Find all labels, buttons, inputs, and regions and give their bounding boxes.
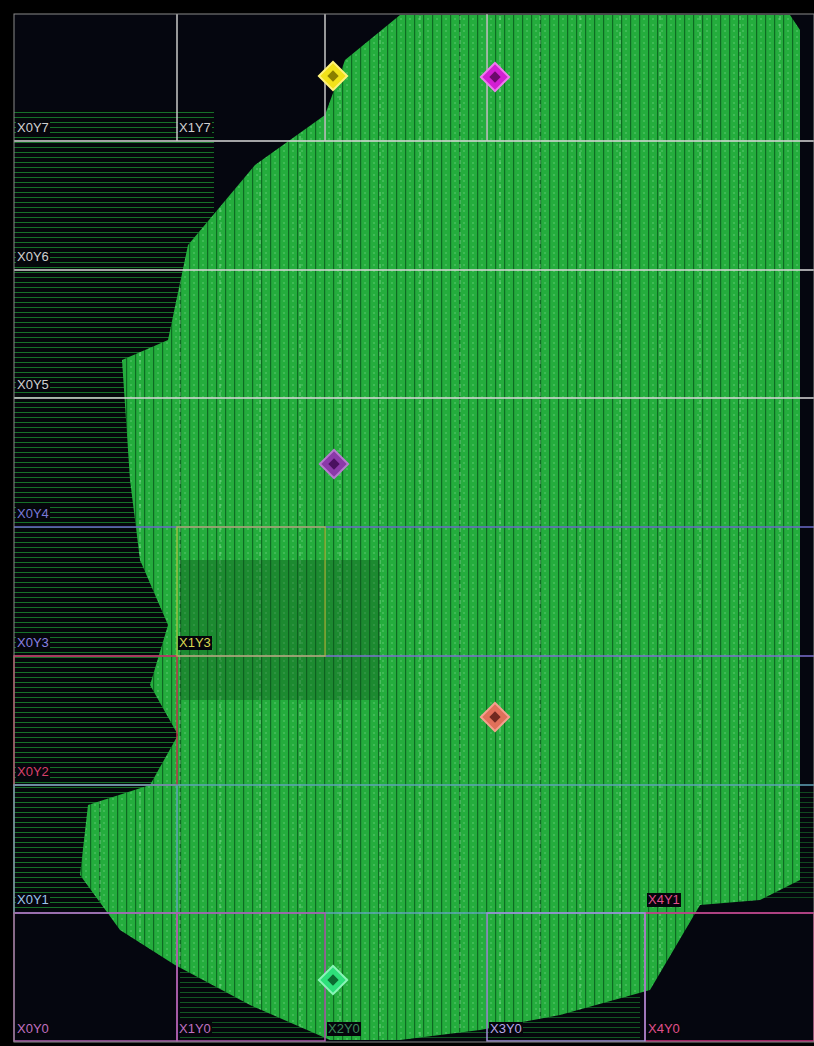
clock-region-label: X0Y7 — [16, 121, 50, 135]
clock-region-label: X0Y2 — [16, 765, 50, 779]
clock-region-label: X3Y0 — [489, 1022, 523, 1036]
clock-region-label: X0Y5 — [16, 378, 50, 392]
clock-region-label: X0Y3 — [16, 636, 50, 650]
clock-region-label: X4Y1 — [647, 893, 681, 907]
clock-region-label: X0Y6 — [16, 250, 50, 264]
clock-region-label: X4Y0 — [647, 1022, 681, 1036]
clock-region-label: X0Y4 — [16, 507, 50, 521]
clock-region-label: X1Y3 — [178, 636, 212, 650]
clock-region-label: X2Y0 — [327, 1022, 361, 1036]
clock-region-label: X1Y7 — [178, 121, 212, 135]
clock-region-label: X0Y0 — [16, 1022, 50, 1036]
clock-region-label: X1Y0 — [178, 1022, 212, 1036]
clock-region-label: X0Y1 — [16, 893, 50, 907]
